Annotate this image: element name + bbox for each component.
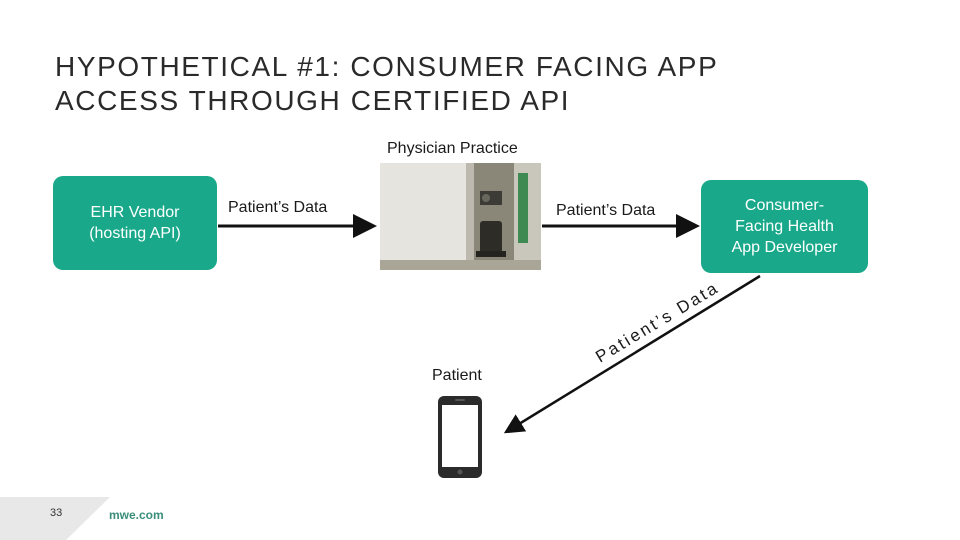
app-developer-line-2: Facing Health [735, 218, 834, 235]
app-developer-box: Consumer- Facing Health App Developer [701, 180, 868, 273]
ehr-vendor-box: EHR Vendor (hosting API) [53, 176, 217, 270]
ehr-vendor-line-2: (hosting API) [89, 225, 181, 242]
slide-title-line-2: ACCESS THROUGH CERTIFIED API [55, 85, 571, 116]
physician-practice-photo [380, 163, 541, 270]
edge-label-practice-to-developer: Patient’s Data [556, 202, 656, 219]
slide-title: HYPOTHETICAL #1: CONSUMER FACING APP ACC… [55, 50, 915, 118]
smartphone-icon [438, 396, 482, 478]
patient-label: Patient [432, 367, 482, 384]
arrow-developer-to-patient [503, 274, 761, 434]
page-number: 33 [50, 507, 63, 519]
edge-label-ehr-to-practice: Patient’s Data [228, 199, 328, 216]
app-developer-line-1: Consumer- [744, 197, 825, 214]
footer-site-link[interactable]: mwe.com [109, 508, 164, 522]
app-developer-line-3: App Developer [731, 239, 838, 256]
ehr-vendor-line-1: EHR Vendor [90, 204, 180, 221]
physician-practice-label: Physician Practice [387, 140, 518, 157]
edge-label-developer-to-patient: Patient’s Data [592, 278, 722, 367]
footer-decoration [0, 497, 110, 540]
slide-title-line-1: HYPOTHETICAL #1: CONSUMER FACING APP [55, 51, 719, 82]
